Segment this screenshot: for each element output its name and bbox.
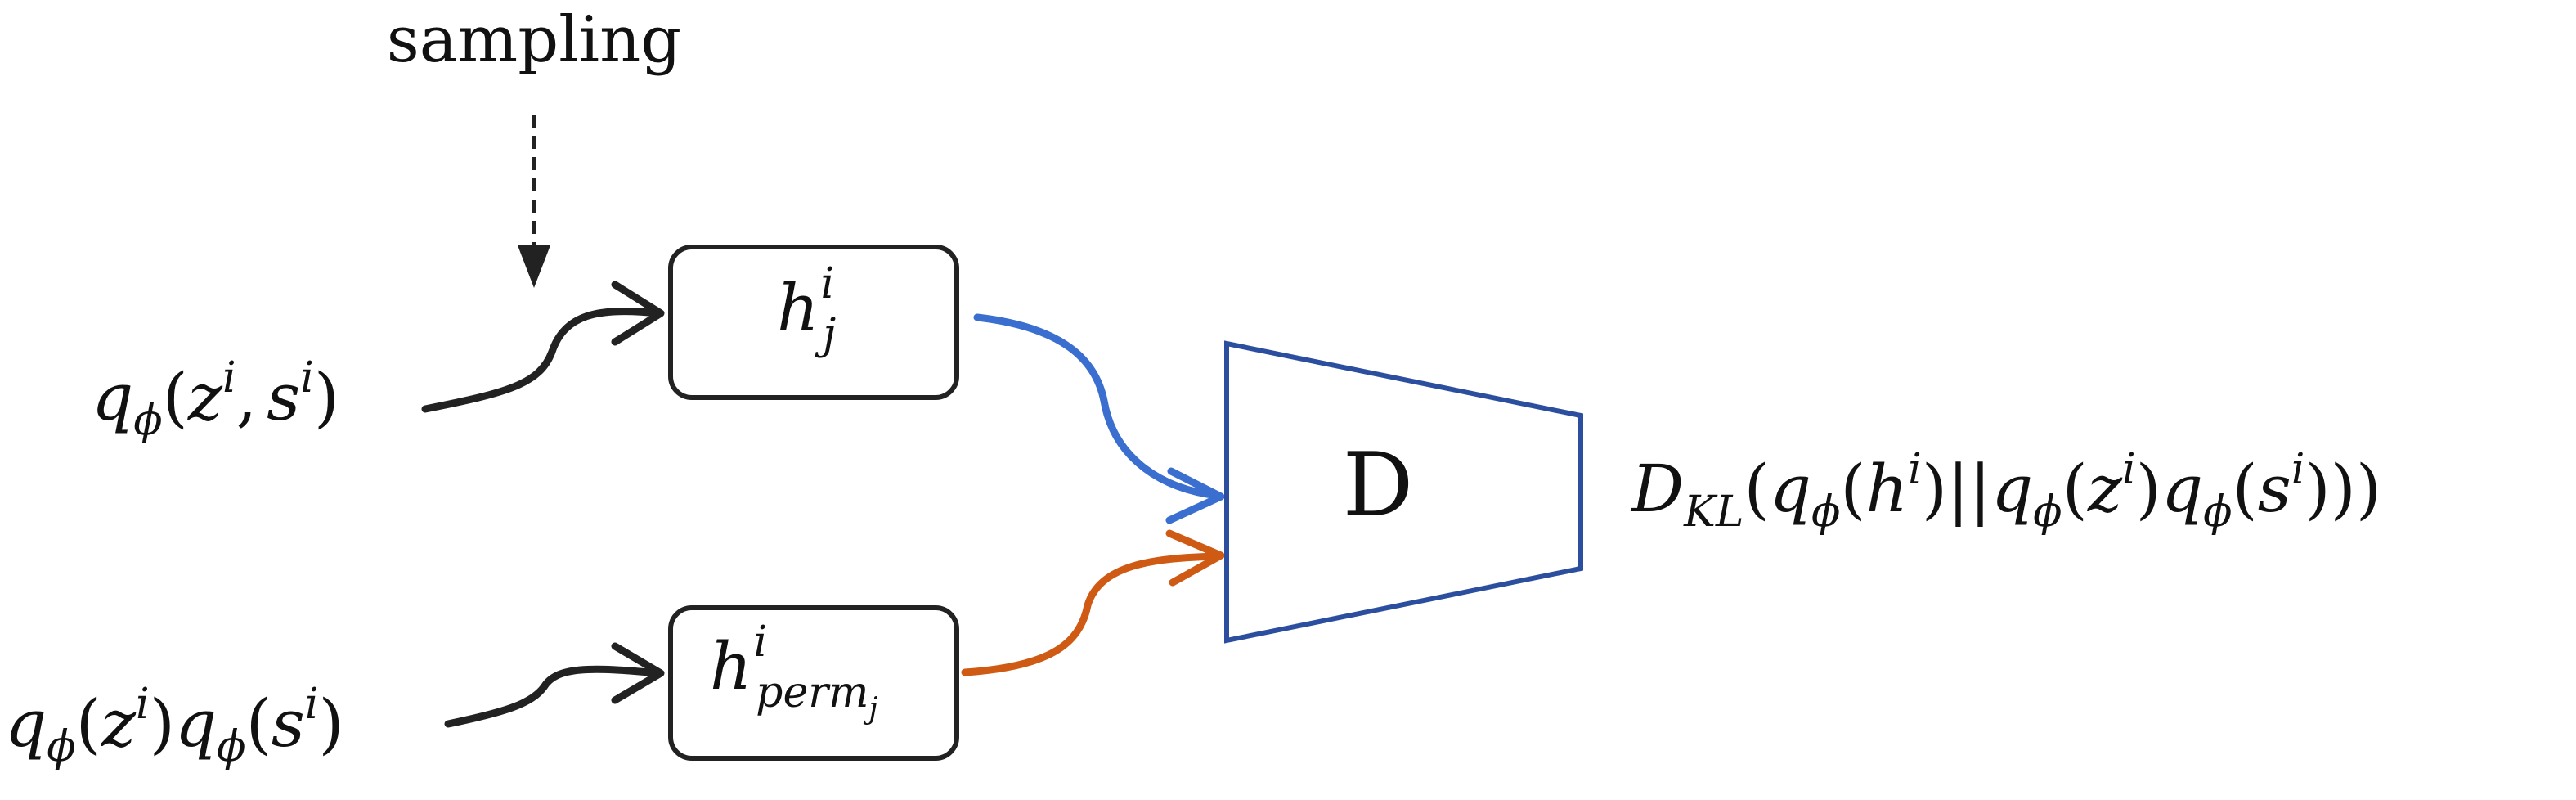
hj-to-discriminator-arrow <box>973 313 1223 500</box>
product-to-hperm-arrowhead <box>611 642 665 704</box>
hj-to-discriminator-arrowhead <box>1165 467 1225 524</box>
joint-to-hj-arrow <box>421 308 662 413</box>
joint-to-hj-arrowhead <box>611 281 665 346</box>
product-distribution-label: qϕ(zi)qϕ(si) <box>5 680 344 771</box>
joint-distribution-label: qϕ(zi,si) <box>92 353 339 445</box>
kl-divergence-label: DKL(qϕ(hi)||qϕ(zi)qϕ(si))) <box>1630 445 2381 537</box>
h-perm-box <box>668 605 959 761</box>
discriminator-trapezoid <box>1224 340 1583 644</box>
sampling-arrowhead <box>518 245 550 288</box>
hperm-to-discriminator-arrow <box>961 552 1223 676</box>
sampling-label: sampling <box>387 3 681 77</box>
product-to-hperm-arrow <box>444 665 662 728</box>
h-j-box <box>668 245 959 400</box>
hperm-to-discriminator-arrowhead <box>1165 529 1225 587</box>
discriminator-label: D <box>1343 434 1414 537</box>
